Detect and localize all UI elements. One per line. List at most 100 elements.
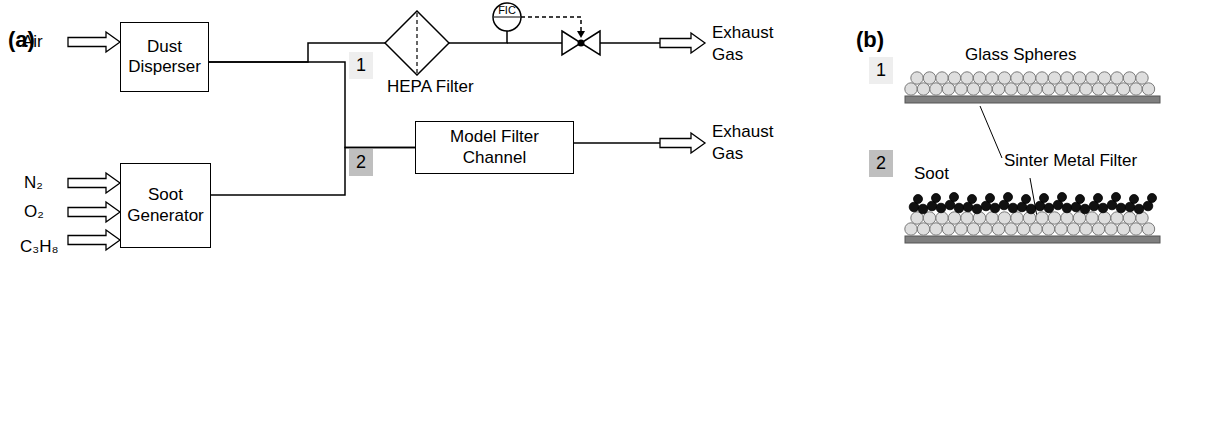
glass-sphere <box>1055 83 1067 95</box>
glass-sphere <box>967 83 979 95</box>
soot-particle <box>1076 195 1085 204</box>
pipe <box>574 142 660 144</box>
glass-sphere <box>917 223 929 235</box>
glass-sphere <box>1011 72 1023 84</box>
node-label: FIC <box>493 4 521 17</box>
soot-particle <box>1130 195 1139 204</box>
callout-number: 1 <box>869 57 893 84</box>
glass-sphere <box>1098 212 1110 224</box>
glass-sphere <box>1023 72 1035 84</box>
process-box: Dust Disperser <box>120 22 209 92</box>
glass-sphere <box>948 72 960 84</box>
glass-sphere <box>961 212 973 224</box>
soot-particle <box>972 204 982 214</box>
soot-particle <box>932 194 941 203</box>
glass-sphere <box>992 83 1004 95</box>
flow-arrow <box>68 230 120 250</box>
soot-particle <box>990 203 1000 213</box>
glass-sphere <box>923 72 935 84</box>
glass-sphere <box>1086 72 1098 84</box>
soot-particle <box>1008 203 1018 213</box>
flow-arrow <box>660 133 705 153</box>
node-label: Dust Disperser <box>125 37 204 78</box>
node-label: Model Filter Channel <box>420 127 569 168</box>
valve-actuator <box>578 40 585 47</box>
glass-sphere <box>1136 72 1148 84</box>
flow-arrow <box>68 32 120 52</box>
sinter-metal-plate <box>905 96 1160 103</box>
glass-sphere <box>961 72 973 84</box>
soot-particle <box>986 194 995 203</box>
sinter-metal-plate <box>905 236 1160 243</box>
soot-particle <box>1026 204 1036 214</box>
glass-sphere <box>1073 72 1085 84</box>
glass-sphere <box>1117 223 1129 235</box>
soot-particle <box>1116 203 1126 213</box>
glass-sphere <box>942 223 954 235</box>
glass-sphere <box>1030 83 1042 95</box>
glass-sphere <box>1130 223 1142 235</box>
flow-arrow <box>660 33 705 53</box>
glass-sphere <box>1061 72 1073 84</box>
glass-sphere <box>1080 223 1092 235</box>
pipe <box>507 42 562 44</box>
hepa-filter: HEPA Filter <box>384 10 450 76</box>
filter-diamond <box>384 10 450 76</box>
glass-sphere <box>1067 83 1079 95</box>
soot-particle <box>1004 193 1013 202</box>
glass-sphere <box>1017 83 1029 95</box>
glass-sphere <box>986 72 998 84</box>
glass-sphere <box>1036 212 1048 224</box>
soot-particle <box>950 193 959 202</box>
glass-sphere <box>1005 223 1017 235</box>
glass-sphere <box>980 83 992 95</box>
pipe-line <box>449 31 507 43</box>
glass-sphere <box>1105 223 1117 235</box>
glass-sphere <box>1086 212 1098 224</box>
filter-medium <box>416 13 417 73</box>
flow-arrow <box>68 173 120 193</box>
glass-sphere <box>1005 83 1017 95</box>
glass-sphere <box>998 72 1010 84</box>
pipe-connector <box>449 31 507 43</box>
soot-particle <box>1022 195 1031 204</box>
flow-arrow <box>68 202 120 222</box>
signal-arrowhead <box>577 31 585 38</box>
circle-outline <box>493 3 521 31</box>
glass-sphere <box>1123 72 1135 84</box>
glass-sphere <box>936 212 948 224</box>
soot-layer <box>909 193 1156 214</box>
glass-sphere <box>1080 83 1092 95</box>
soot-particle <box>936 203 946 213</box>
soot-particle <box>1062 203 1072 213</box>
soot-particle <box>1112 193 1121 202</box>
instrument-line <box>494 17 520 18</box>
pipe-line <box>209 62 415 148</box>
glass-sphere <box>1092 83 1104 95</box>
glass-sphere <box>911 72 923 84</box>
glass-sphere <box>905 223 917 235</box>
glass-sphere <box>986 212 998 224</box>
glass-sphere <box>1048 72 1060 84</box>
glass-sphere <box>936 72 948 84</box>
glass-sphere <box>905 83 917 95</box>
glass-sphere <box>1092 223 1104 235</box>
soot-particle <box>918 204 928 214</box>
soot-particle <box>1080 204 1090 214</box>
glass-sphere <box>1048 212 1060 224</box>
glass-sphere <box>948 212 960 224</box>
inlet-label: N₂ <box>24 172 43 194</box>
node-label: Soot Generator <box>125 185 206 226</box>
glass-sphere <box>1067 223 1079 235</box>
inlet-label: Air <box>22 31 43 53</box>
soot-particle <box>1094 194 1103 203</box>
glass-sphere <box>1117 83 1129 95</box>
glass-sphere <box>1130 83 1142 95</box>
glass-sphere <box>1030 223 1042 235</box>
glass-sphere <box>955 83 967 95</box>
soot-particle <box>1098 203 1108 213</box>
glass-sphere-layer <box>905 72 1155 235</box>
flow-arrows <box>68 32 705 250</box>
pipe-connector <box>211 148 415 196</box>
